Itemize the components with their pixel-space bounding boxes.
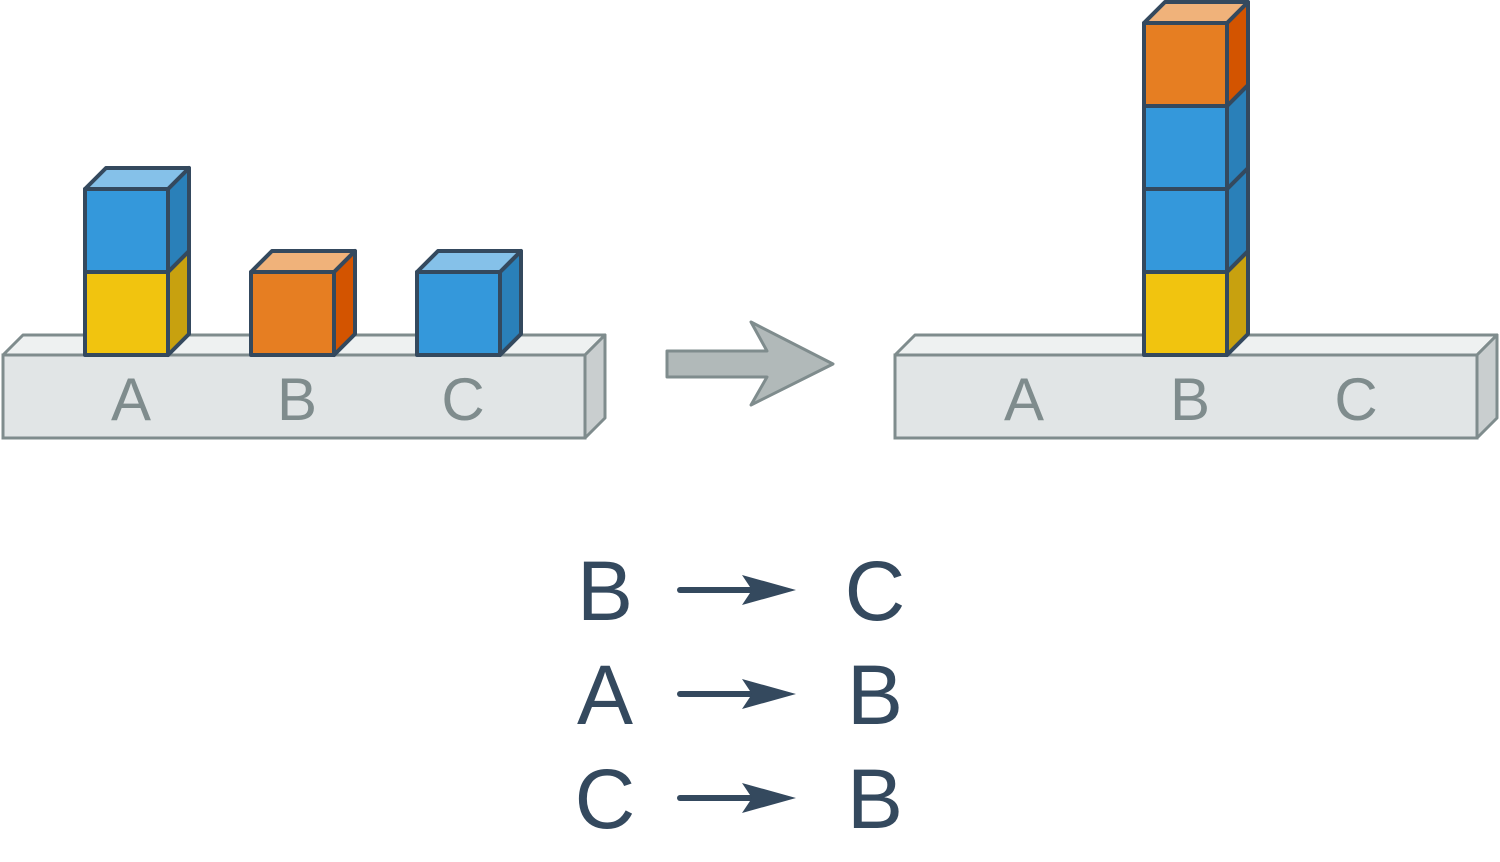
base-side-face <box>1475 333 1499 440</box>
initial-state-cubes <box>83 166 523 357</box>
move-row: B C <box>577 544 905 638</box>
move-arrow-icon <box>677 575 796 605</box>
final-state-slot-labels: A B C <box>1004 366 1378 433</box>
cube-top-face <box>249 249 357 274</box>
orange-cube <box>249 249 357 357</box>
orange-cube <box>1142 0 1250 108</box>
final-state-cubes <box>1142 0 1250 357</box>
cube-front-face <box>1142 187 1229 274</box>
cube-front-face <box>83 187 170 274</box>
final-slot-label-a: A <box>1004 366 1044 433</box>
move-from: A <box>577 648 633 742</box>
move-row: A B <box>577 648 903 742</box>
transition-arrow-icon <box>665 320 835 407</box>
blue-cube <box>415 249 523 357</box>
cube-front-face <box>83 270 170 357</box>
base-front-face <box>1 353 587 440</box>
initial-state-slot-labels: A B C <box>111 366 485 433</box>
final-slot-label-c: C <box>1334 366 1377 433</box>
initial-slot-label-c: C <box>441 366 484 433</box>
cube-top-face <box>83 166 191 191</box>
cube-top-face <box>1142 0 1250 25</box>
move-to: B <box>847 752 903 846</box>
yellow-cube <box>83 249 191 357</box>
cube-top-face <box>415 249 523 274</box>
cube-front-face <box>249 270 336 357</box>
move-arrow-icon <box>677 783 796 813</box>
cube-front-face <box>415 270 502 357</box>
move-from: C <box>575 752 636 846</box>
final-state-base <box>893 333 1499 440</box>
move-to: B <box>847 648 903 742</box>
initial-slot-label-b: B <box>277 366 317 433</box>
blue-cube <box>83 166 191 274</box>
move-from: B <box>577 544 633 638</box>
cube-front-face <box>1142 270 1229 357</box>
base-side-face <box>583 333 607 440</box>
move-to: C <box>845 544 906 638</box>
cube-front-face <box>1142 104 1229 191</box>
move-row: C B <box>575 752 903 846</box>
blue-cube <box>1142 166 1250 274</box>
cube-front-face <box>1142 21 1229 108</box>
yellow-cube <box>1142 249 1250 357</box>
initial-slot-label-a: A <box>111 366 151 433</box>
move-arrow-icon <box>677 679 796 709</box>
base-front-face <box>893 353 1479 440</box>
final-slot-label-b: B <box>1170 366 1210 433</box>
move-list: B C A B C B <box>575 544 906 846</box>
